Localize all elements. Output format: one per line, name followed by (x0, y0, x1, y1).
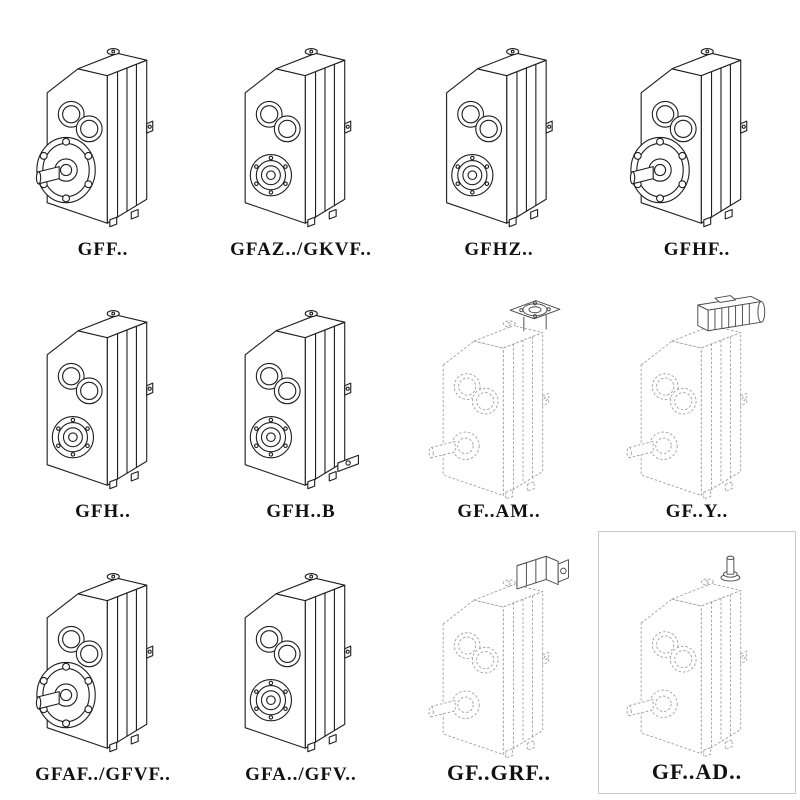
model-label: GFA../GFV.. (245, 763, 357, 785)
gearbox-output-flange-drawing (35, 573, 154, 753)
model-label: GFF.. (77, 238, 129, 260)
catalog-cell-gff: GFF.. (4, 6, 202, 269)
model-label: GF..AM.. (457, 501, 541, 523)
gearbox-hollow-shaft-drawing (446, 47, 553, 227)
catalog-cell-gf-am: GF..AM.. (400, 269, 598, 532)
gearbox-grid: GFF.. GFAZ../GKVF.. GFHZ.. GFHF.. G (4, 6, 796, 794)
model-label: GFH.. (75, 501, 131, 523)
catalog-cell-gfhz: GFHZ.. (400, 6, 598, 269)
gearbox-motor-drawing (626, 295, 766, 500)
gearbox-iec-adapter-drawing (428, 300, 561, 500)
catalog-cell-gfaz-gkvf: GFAZ../GKVF.. (202, 6, 400, 269)
gearbox-hollow-shaft-drawing (46, 310, 154, 490)
model-label: GFHZ.. (464, 238, 534, 260)
gearbox-hollow-shaft-foot-drawing (244, 310, 360, 490)
model-label: GFAF../GFVF.. (35, 763, 171, 785)
catalog-cell-gf-ad: GF..AD.. (598, 531, 796, 794)
catalog-cell-gf-grf: GF..GRF.. (400, 531, 598, 794)
catalog-cell-gfa-gfv: GFA../GFV.. (202, 531, 400, 794)
catalog-cell-gfaf-gfvf: GFAF../GFVF.. (4, 531, 202, 794)
gearbox-output-flange-drawing (629, 47, 748, 227)
catalog-cell-gfhf: GFHF.. (598, 6, 796, 269)
catalog-cell-gf-y: GF..Y.. (598, 269, 796, 532)
gearbox-input-shaft-drawing (626, 555, 748, 757)
model-label: GF..AD.. (651, 758, 743, 784)
model-label: GFHF.. (663, 238, 731, 260)
model-label: GFH..B (266, 501, 336, 523)
gearbox-output-flange-drawing (35, 47, 154, 227)
gearbox-hollow-shaft-drawing (244, 47, 352, 227)
model-label: GFAZ../GKVF.. (230, 238, 372, 260)
gearbox-gear-adapter-drawing (428, 555, 569, 758)
gearbox-hollow-shaft-drawing (244, 573, 352, 753)
catalog-cell-gfh-b: GFH..B (202, 269, 400, 532)
model-label: GF..Y.. (665, 501, 729, 523)
model-label: GF..GRF.. (447, 759, 551, 785)
catalog-cell-gfh: GFH.. (4, 269, 202, 532)
